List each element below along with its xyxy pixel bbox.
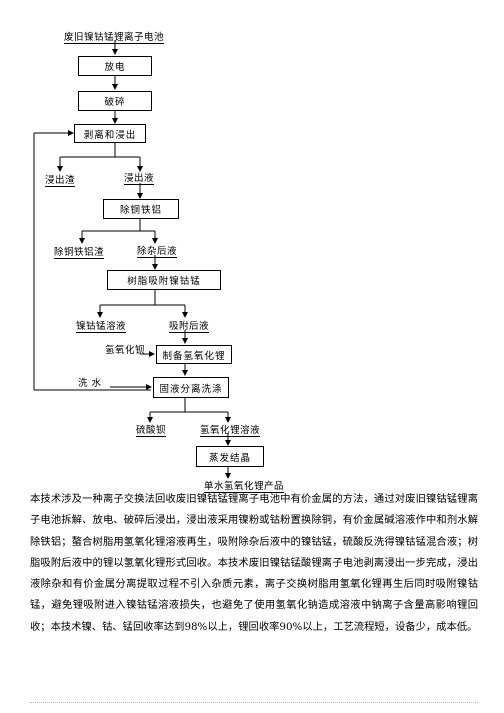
step-crush: 破碎 [78,91,152,111]
label-after-impurity: 除杂后液 [137,243,178,258]
label-barium-hydroxide: 氢氧化钡 [105,345,146,356]
flow-title: 废旧镍钴锰锂离子电池 [64,29,165,44]
step-evaporate: 蒸发结晶 [196,446,264,467]
step-prep-lioh: 制备氢氧化锂 [156,345,232,364]
step-resin-adsorb: 树脂吸附镍钴锰 [107,270,221,290]
label-cu-fe-al-slag: 除铜铁铝渣 [54,244,105,259]
label-lioh-solution: 氢氧化锂溶液 [200,422,261,437]
step-solid-liquid: 固液分离洗涤 [153,377,229,398]
step-discharge: 放电 [78,56,152,76]
label-leachate: 浸出液 [124,170,155,185]
flowchart-connectors [33,40,231,479]
label-barium-sulfate: 硫酸钡 [136,422,167,437]
label-wash-water: 洗 水 [78,378,102,389]
process-flowchart: 废旧镍钴锰锂离子电池 放电 破碎 剥离和浸出 浸出渣 浸出液 除铜铁铝 除铜铁铝… [33,29,285,493]
step-remove-cu-fe-al: 除铜铁铝 [103,199,179,219]
label-nicomn-solution: 镍钴锰溶液 [76,318,127,333]
page-divider [30,702,478,703]
description-paragraph: 本技术涉及一种离子交换法回收废旧镍钴锰锂离子电池中有价金属的方法，通过对废旧镍钴… [30,493,478,633]
label-product: 单水氢氧化锂产品 [204,478,285,493]
step-strip-leach: 剥离和浸出 [74,124,146,143]
label-leach-residue: 浸出渣 [45,172,76,187]
label-after-adsorb: 吸附后液 [169,318,210,333]
